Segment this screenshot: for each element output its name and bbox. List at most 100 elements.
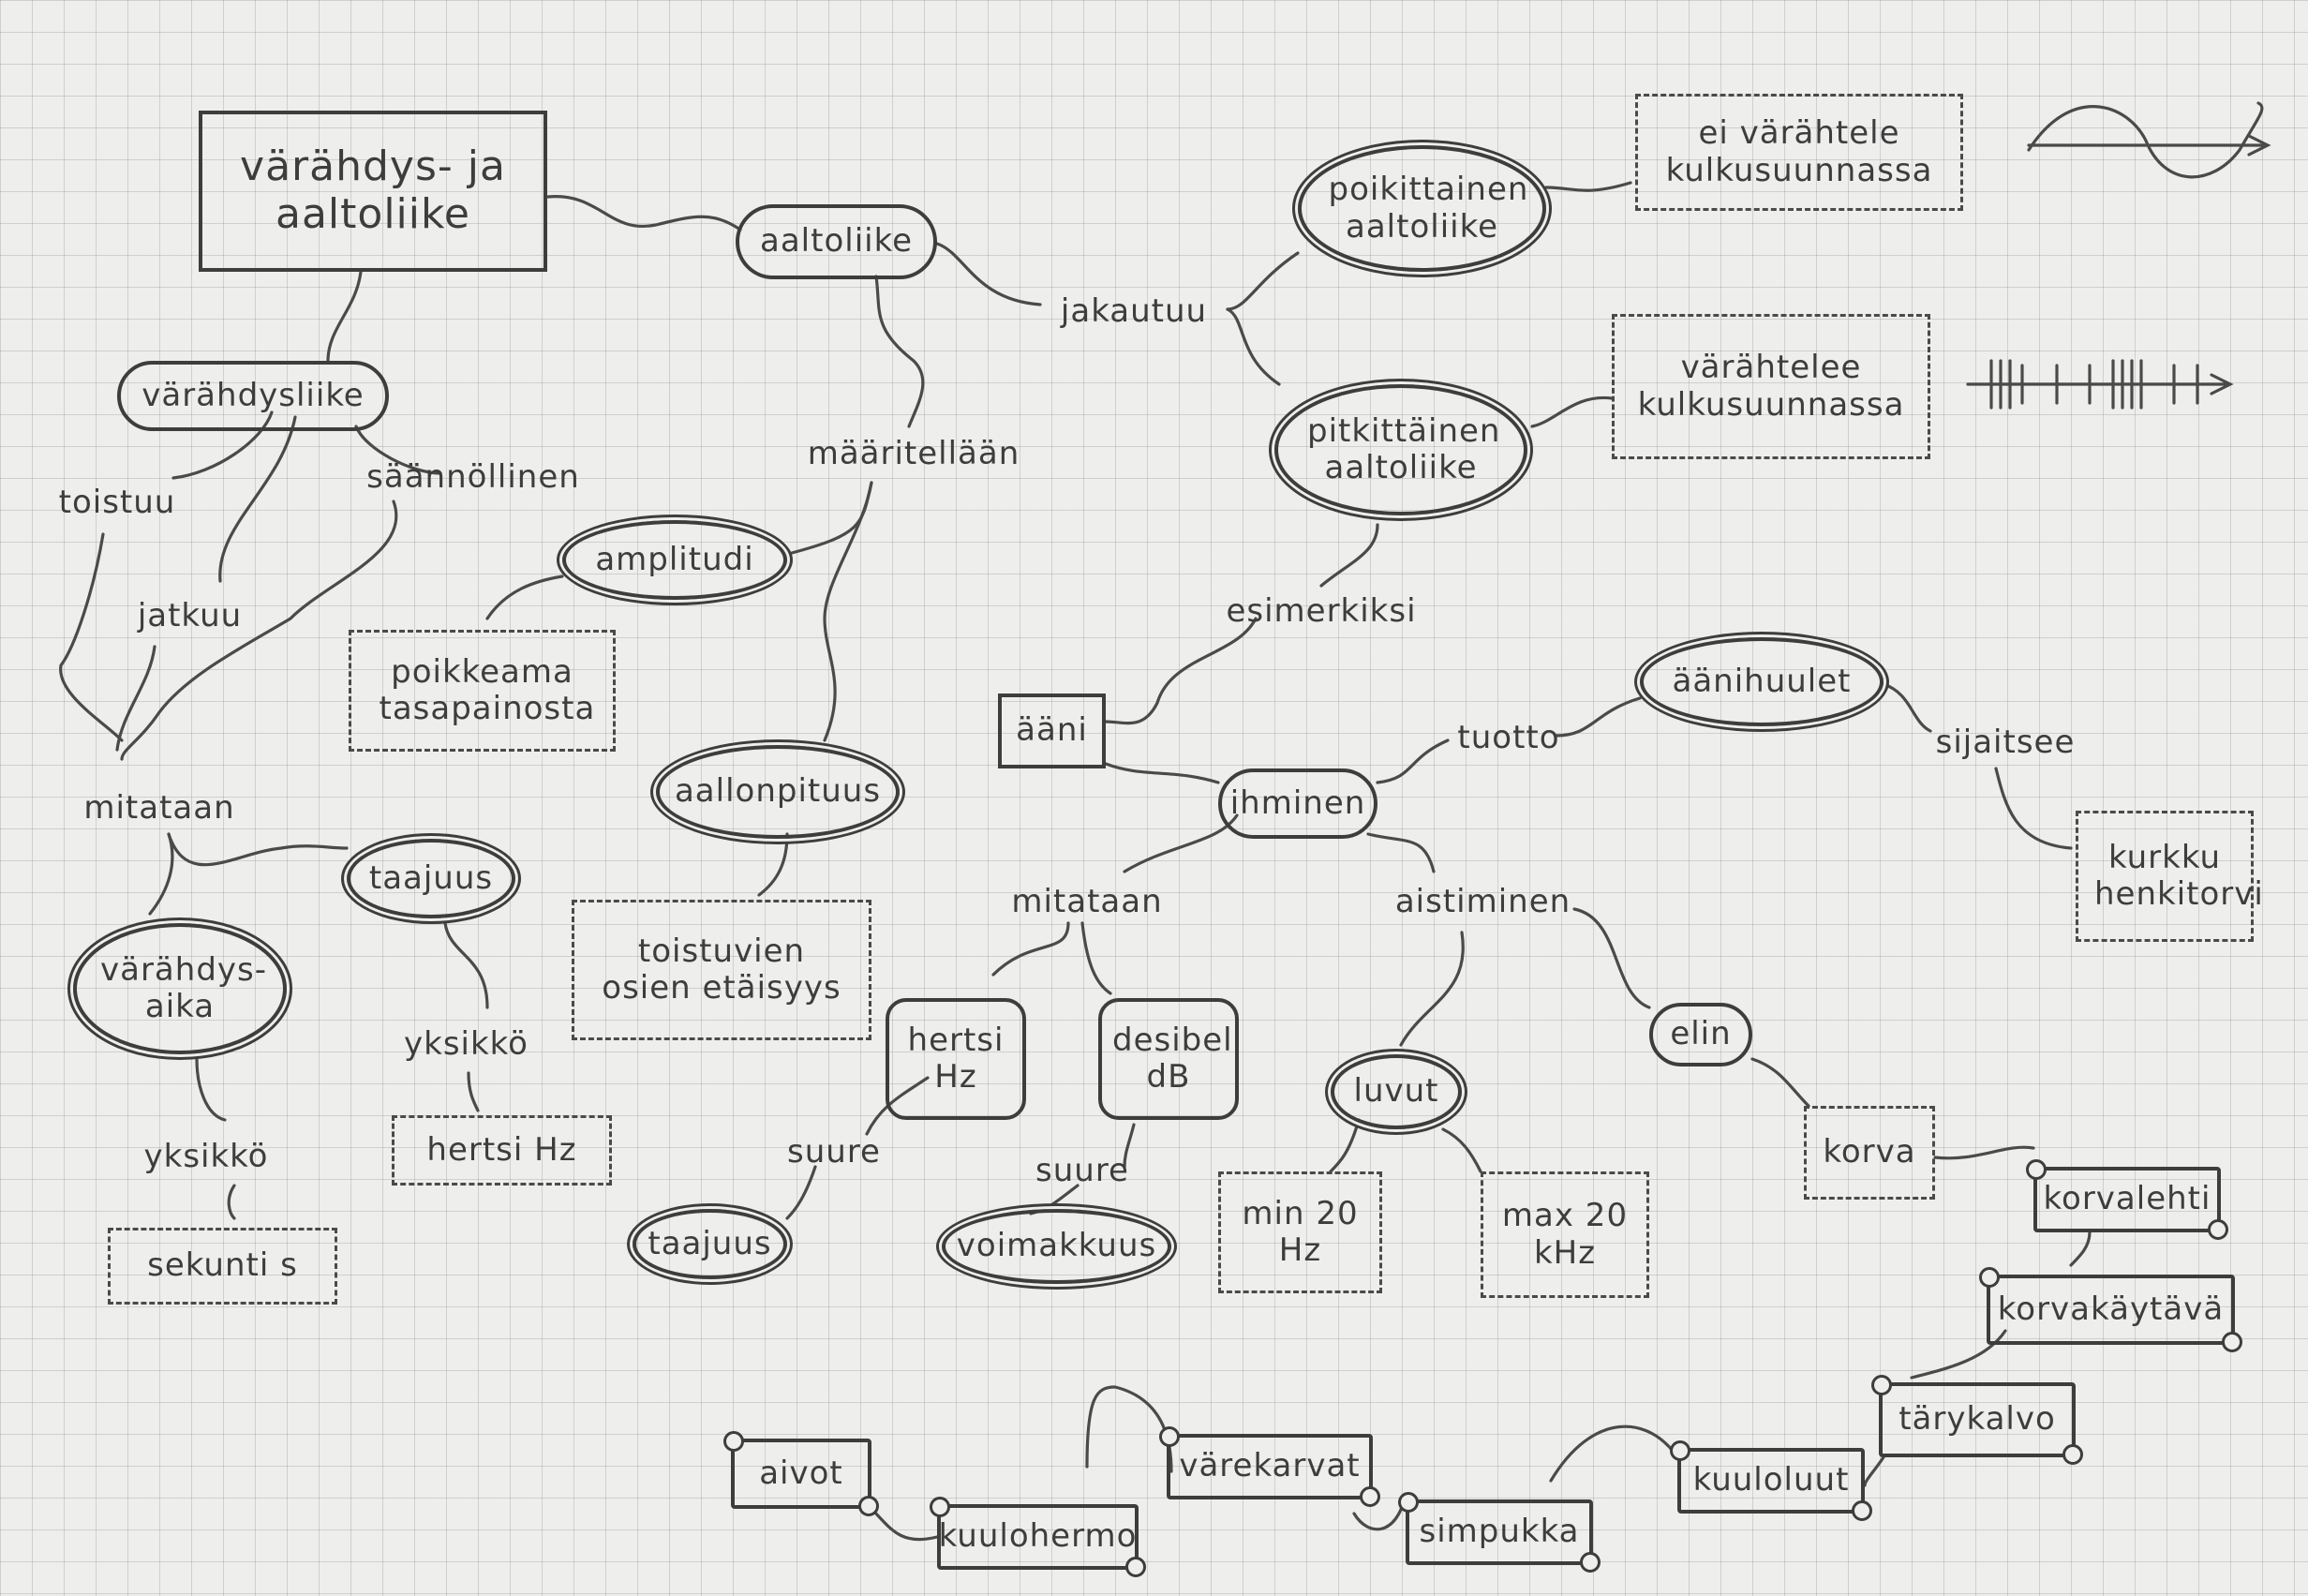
node-desibeli-box-label: desibeli dB	[1112, 1021, 1243, 1096]
node-varahdysliike: värähdysliike	[117, 361, 389, 431]
label-sijaitsee-text: sijaitsee	[1935, 723, 2076, 761]
node-luvut: luvut	[1331, 1054, 1462, 1129]
node-tarykalvo-label: tärykalvo	[1899, 1400, 2056, 1439]
label-saannollinen-text: säännöllinen	[366, 458, 580, 497]
label-aistiminen-text: aistiminen	[1394, 882, 1571, 920]
node-kuulohermo-label: kuulohermo	[938, 1517, 1138, 1556]
label-aistiminen: aistiminen	[1382, 876, 1584, 928]
node-korvalehti: korvalehti	[2026, 1159, 2228, 1240]
node-amplitudi: amplitudi	[562, 520, 787, 600]
node-hertsi-box: hertsi Hz	[886, 998, 1026, 1120]
node-voimakkuus-label: voimakkuus	[956, 1227, 1157, 1265]
node-poikkeama: poikkeama tasapainosta	[349, 630, 616, 752]
node-luvut-label: luvut	[1353, 1072, 1439, 1111]
node-desibeli-box: desibeli dB	[1098, 998, 1243, 1120]
node-aivot: aivot	[723, 1431, 879, 1516]
node-taajuus-top-label: taajuus	[368, 858, 494, 897]
node-poikkeama-label: poikkeama tasapainosta	[379, 652, 596, 727]
label-esimerkiksi: esimerkiksi	[1223, 586, 1420, 637]
node-varahdysaika: värähdys-aika	[73, 923, 287, 1054]
label-toistuu-text: toistuu	[58, 484, 176, 522]
label-jatkuu: jatkuu	[112, 590, 267, 642]
label-suure-left: suure	[778, 1129, 890, 1176]
node-varahtelee-label: värähtelee kulkusuunnassa	[1637, 349, 1905, 424]
label-mitataan-mid-text: mitataan	[1011, 882, 1163, 920]
node-kuuloluut: kuuloluut	[1670, 1440, 1872, 1521]
label-saannollinen: säännöllinen	[356, 455, 590, 501]
node-max-label: max 20 kHz	[1501, 1197, 1629, 1272]
node-korvakaytava-label: korvakäytävä	[1997, 1290, 2225, 1328]
node-aanihuulet-label: äänihuulet	[1672, 662, 1852, 700]
node-varahtelee: värähtelee kulkusuunnassa	[1612, 314, 1930, 459]
title-box: värähdys- ja aaltoliike	[199, 111, 547, 272]
node-hertsi-box-label: hertsi Hz	[907, 1021, 1005, 1096]
label-suure-left-text: suure	[787, 1133, 881, 1171]
node-amplitudi-label: amplitudi	[595, 540, 754, 578]
node-voimakkuus: voimakkuus	[942, 1209, 1171, 1284]
node-simpukka-label: simpukka	[1419, 1513, 1580, 1551]
node-ihminen-label: ihminen	[1229, 783, 1366, 822]
node-elin-label: elin	[1670, 1015, 1732, 1053]
node-min: min 20 Hz	[1218, 1171, 1382, 1293]
node-korvakaytava: korvakäytävä	[1979, 1267, 2242, 1352]
node-kuuloluut-label: kuuloluut	[1692, 1461, 1850, 1499]
label-mitataan-left-text: mitataan	[83, 788, 235, 827]
node-sekunti: sekunti s	[108, 1228, 337, 1305]
label-maaritellaan-text: määritellään	[807, 435, 1020, 473]
label-yksikko-left: yksikkö	[112, 1129, 300, 1186]
node-pitkittainen-label: pitkittäinen aaltoliike	[1307, 411, 1501, 486]
node-tarykalvo: tärykalvo	[1871, 1375, 2083, 1465]
node-taajuus-bottom-label: taajuus	[648, 1224, 772, 1262]
node-poikittainen: poikittainen aaltoliike	[1298, 145, 1546, 272]
node-elin: elin	[1649, 1003, 1752, 1066]
node-taajuus-top: taajuus	[347, 839, 515, 918]
label-yksikko-mid: yksikkö	[384, 1017, 548, 1073]
label-jatkuu-text: jatkuu	[137, 596, 243, 634]
label-toistuu: toistuu	[37, 480, 197, 527]
node-aallonpituus-label: aallonpituus	[674, 772, 882, 811]
node-korva-label: korva	[1823, 1133, 1916, 1171]
node-simpukka: simpukka	[1398, 1492, 1601, 1573]
node-aaltoliike: aaltoliike	[736, 204, 937, 279]
node-aivot-label: aivot	[759, 1454, 843, 1492]
node-aani: ääni	[998, 694, 1106, 768]
node-ihminen: ihminen	[1218, 768, 1377, 839]
label-suure-right: suure	[1026, 1148, 1139, 1195]
node-aanihuulet: äänihuulet	[1640, 637, 1884, 726]
label-tuotto: tuotto	[1448, 712, 1570, 764]
node-pitkittainen: pitkittäinen aaltoliike	[1274, 384, 1527, 515]
node-varahdysliike-label: värähdysliike	[141, 376, 365, 414]
node-ei-varahtele-label: ei värähtele kulkusuunnassa	[1665, 114, 1933, 189]
node-aallonpituus: aallonpituus	[656, 745, 900, 839]
label-jakautuu-text: jakautuu	[1060, 291, 1208, 330]
node-varahdysaika-label: värähdys-aika	[100, 950, 268, 1025]
title-text: värähdys- ja aaltoliike	[240, 142, 506, 238]
node-hertsi-hz-label: hertsi Hz	[426, 1130, 577, 1169]
node-kurkku-label: kurkku henkitorvi	[2094, 838, 2264, 913]
node-kuulohermo: kuulohermo	[930, 1497, 1146, 1577]
label-suure-right-text: suure	[1035, 1152, 1129, 1190]
label-yksikko-left-text: yksikkö	[143, 1138, 269, 1176]
node-max: max 20 kHz	[1481, 1171, 1649, 1298]
node-min-label: min 20 Hz	[1242, 1194, 1359, 1269]
label-jakautuu: jakautuu	[1040, 286, 1228, 337]
label-esimerkiksi-text: esimerkiksi	[1226, 591, 1417, 630]
node-varekarvat: värekarvat	[1159, 1426, 1380, 1507]
label-mitataan-left: mitataan	[66, 783, 253, 834]
label-yksikko-mid-text: yksikkö	[404, 1025, 529, 1064]
node-varekarvat-label: värekarvat	[1179, 1447, 1361, 1485]
node-korvalehti-label: korvalehti	[2043, 1180, 2211, 1218]
node-korva: korva	[1804, 1106, 1935, 1200]
node-ei-varahtele: ei värähtele kulkusuunnassa	[1635, 94, 1963, 211]
node-toistuvien: toistuvien osien etäisyys	[572, 900, 871, 1040]
label-mitataan-mid: mitataan	[993, 876, 1181, 928]
node-toistuvien-label: toistuvien osien etäisyys	[602, 932, 841, 1007]
label-tuotto-text: tuotto	[1457, 718, 1560, 756]
label-maaritellaan: määritellään	[801, 426, 1026, 483]
node-poikittainen-label: poikittainen aaltoliike	[1328, 171, 1529, 246]
node-hertsi-hz: hertsi Hz	[392, 1115, 612, 1186]
node-kurkku: kurkku henkitorvi	[2076, 811, 2264, 942]
node-aani-label: ääni	[1016, 711, 1088, 750]
node-sekunti-label: sekunti s	[147, 1246, 298, 1285]
node-aaltoliike-label: aaltoliike	[760, 222, 913, 261]
